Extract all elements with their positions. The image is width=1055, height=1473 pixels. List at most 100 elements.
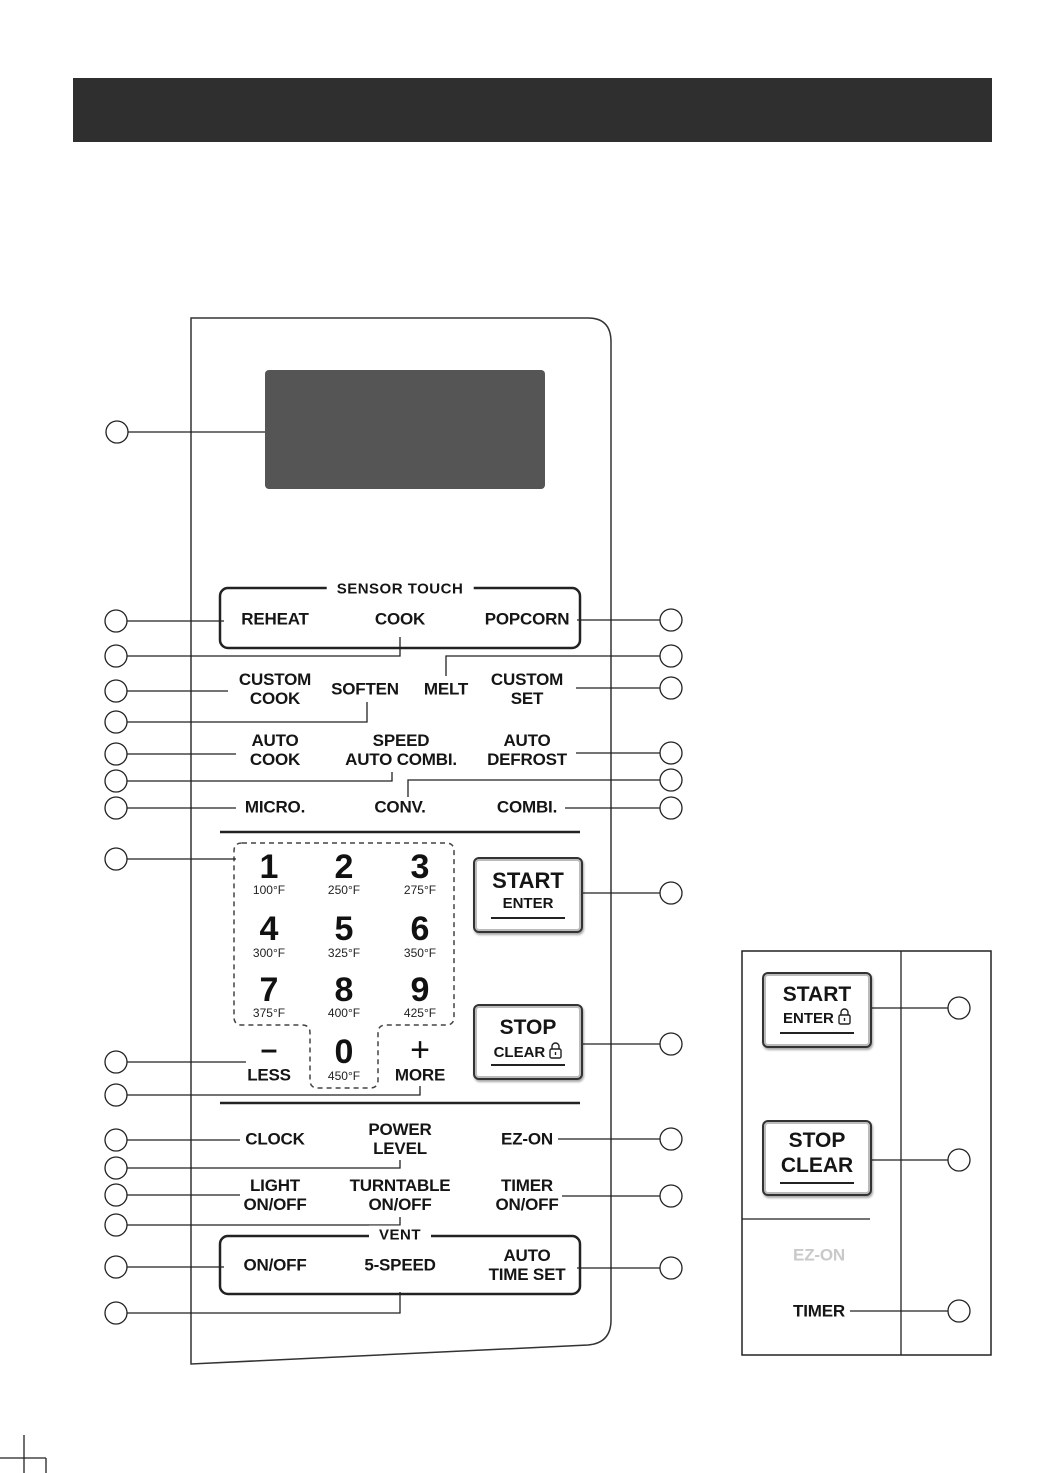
key-4-temp: 300°F <box>252 946 286 960</box>
key-6[interactable]: 6 <box>410 910 430 948</box>
reheat-button[interactable]: REHEAT <box>241 609 309 629</box>
key-7[interactable]: 7 <box>259 971 279 1009</box>
key-4[interactable]: 4 <box>259 910 279 948</box>
callout-circle <box>104 609 128 633</box>
callout-circle <box>104 1213 128 1237</box>
callout-circle <box>104 847 128 871</box>
combi-button[interactable]: COMBI. <box>496 797 558 817</box>
callout-circle <box>659 644 683 668</box>
speed-auto-combi-button[interactable]: SPEED AUTO COMBI. <box>345 731 457 769</box>
inset-start-underline <box>780 1032 854 1034</box>
key-2-temp: 250°F <box>327 883 361 897</box>
inset-ez-on-button[interactable]: EZ-ON <box>793 1245 845 1265</box>
key-5-temp: 325°F <box>327 946 361 960</box>
callout-circle <box>104 1156 128 1180</box>
start-enter-button[interactable]: START ENTER <box>473 857 583 933</box>
callout-circle <box>104 742 128 766</box>
less-button[interactable]: LESS <box>247 1065 291 1085</box>
ez-on-button[interactable]: EZ-ON <box>501 1129 553 1149</box>
vent-title: VENT <box>368 1225 432 1245</box>
inset-enter-label: ENTER <box>782 1010 834 1027</box>
inset-timer-button[interactable]: TIMER <box>793 1301 845 1321</box>
callout-circle <box>659 608 683 632</box>
callout-circle <box>104 1050 128 1074</box>
key-0-temp: 450°F <box>327 1069 361 1083</box>
callout-circle <box>659 768 683 792</box>
more-button[interactable]: MORE <box>394 1065 446 1085</box>
callout-circle <box>947 1299 971 1323</box>
callout-circle <box>104 644 128 668</box>
key-8[interactable]: 8 <box>334 971 354 1009</box>
key-5[interactable]: 5 <box>334 910 354 948</box>
inset-start-enter-button[interactable]: START ENTER <box>762 972 872 1048</box>
key-9-temp: 425°F <box>403 1006 437 1020</box>
clear-label: CLEAR <box>493 1044 546 1061</box>
callout-circle <box>659 881 683 905</box>
callout-circle <box>947 1148 971 1172</box>
vent-onoff-button[interactable]: ON/OFF <box>243 1255 307 1275</box>
key-6-temp: 350°F <box>403 946 437 960</box>
turntable-onoff-button[interactable]: TURNTABLE ON/OFF <box>349 1176 451 1214</box>
custom-cook-button[interactable]: CUSTOM COOK <box>238 670 312 708</box>
start-label: START <box>492 868 564 893</box>
auto-defrost-button[interactable]: AUTO DEFROST <box>487 731 567 769</box>
panel-outline <box>190 317 612 1365</box>
lock-icon <box>838 1008 851 1025</box>
inset-start-label: START <box>782 983 852 1006</box>
inset-box <box>741 950 992 1356</box>
callout-circle <box>947 996 971 1020</box>
stop-label: STOP <box>499 1016 557 1039</box>
clock-button[interactable]: CLOCK <box>245 1129 305 1149</box>
start-underline <box>491 917 565 919</box>
callout-circle <box>104 1083 128 1107</box>
callout-circle <box>659 796 683 820</box>
callout-circle <box>659 1256 683 1280</box>
callout-circle <box>104 710 128 734</box>
key-7-temp: 375°F <box>252 1006 286 1020</box>
callout-circle <box>104 679 128 703</box>
lock-icon <box>549 1042 563 1059</box>
auto-time-set-button[interactable]: AUTO TIME SET <box>488 1246 566 1284</box>
less-icon[interactable]: – <box>260 1033 278 1066</box>
callout-circle <box>104 1183 128 1207</box>
key-1[interactable]: 1 <box>259 848 279 886</box>
stop-clear-button[interactable]: STOP CLEAR <box>473 1004 583 1080</box>
inset-stop-clear-button[interactable]: STOP CLEAR <box>762 1120 872 1196</box>
power-level-button[interactable]: POWER LEVEL <box>368 1120 432 1158</box>
callout-circle <box>105 420 129 444</box>
enter-label: ENTER <box>502 895 554 912</box>
key-3[interactable]: 3 <box>410 848 430 886</box>
stop-underline <box>491 1064 565 1066</box>
header-bar <box>73 78 992 142</box>
clear-lock-row: CLEAR <box>475 1042 581 1061</box>
timer-onoff-button[interactable]: TIMER ON/OFF <box>495 1176 559 1214</box>
callout-circle <box>104 1128 128 1152</box>
callout-circle <box>659 1184 683 1208</box>
keypad-outline <box>233 842 455 1089</box>
key-0[interactable]: 0 <box>334 1033 354 1071</box>
auto-cook-button[interactable]: AUTO COOK <box>249 731 301 769</box>
callout-circle <box>104 796 128 820</box>
custom-set-button[interactable]: CUSTOM SET <box>490 670 564 708</box>
melt-button[interactable]: MELT <box>423 679 469 699</box>
callout-circle <box>104 769 128 793</box>
inset-enter-lock-row: ENTER <box>764 1008 870 1027</box>
light-onoff-button[interactable]: LIGHT ON/OFF <box>243 1176 307 1214</box>
key-8-temp: 400°F <box>327 1006 361 1020</box>
sensor-touch-title: SENSOR TOUCH <box>326 579 474 599</box>
micro-button[interactable]: MICRO. <box>244 797 306 817</box>
popcorn-button[interactable]: POPCORN <box>484 609 570 629</box>
sensor-cook-button[interactable]: COOK <box>374 609 426 629</box>
callout-circle <box>659 1032 683 1056</box>
key-9[interactable]: 9 <box>410 971 430 1009</box>
callout-circle <box>104 1255 128 1279</box>
callout-circle <box>659 676 683 700</box>
inset-stop-underline <box>780 1182 854 1184</box>
vent-5-speed-button[interactable]: 5-SPEED <box>364 1255 436 1275</box>
soften-button[interactable]: SOFTEN <box>331 679 399 699</box>
key-2[interactable]: 2 <box>334 848 354 886</box>
key-3-temp: 275°F <box>403 883 437 897</box>
more-icon[interactable]: + <box>410 1031 430 1069</box>
callout-circle <box>659 1127 683 1151</box>
conv-button[interactable]: CONV. <box>374 797 426 817</box>
